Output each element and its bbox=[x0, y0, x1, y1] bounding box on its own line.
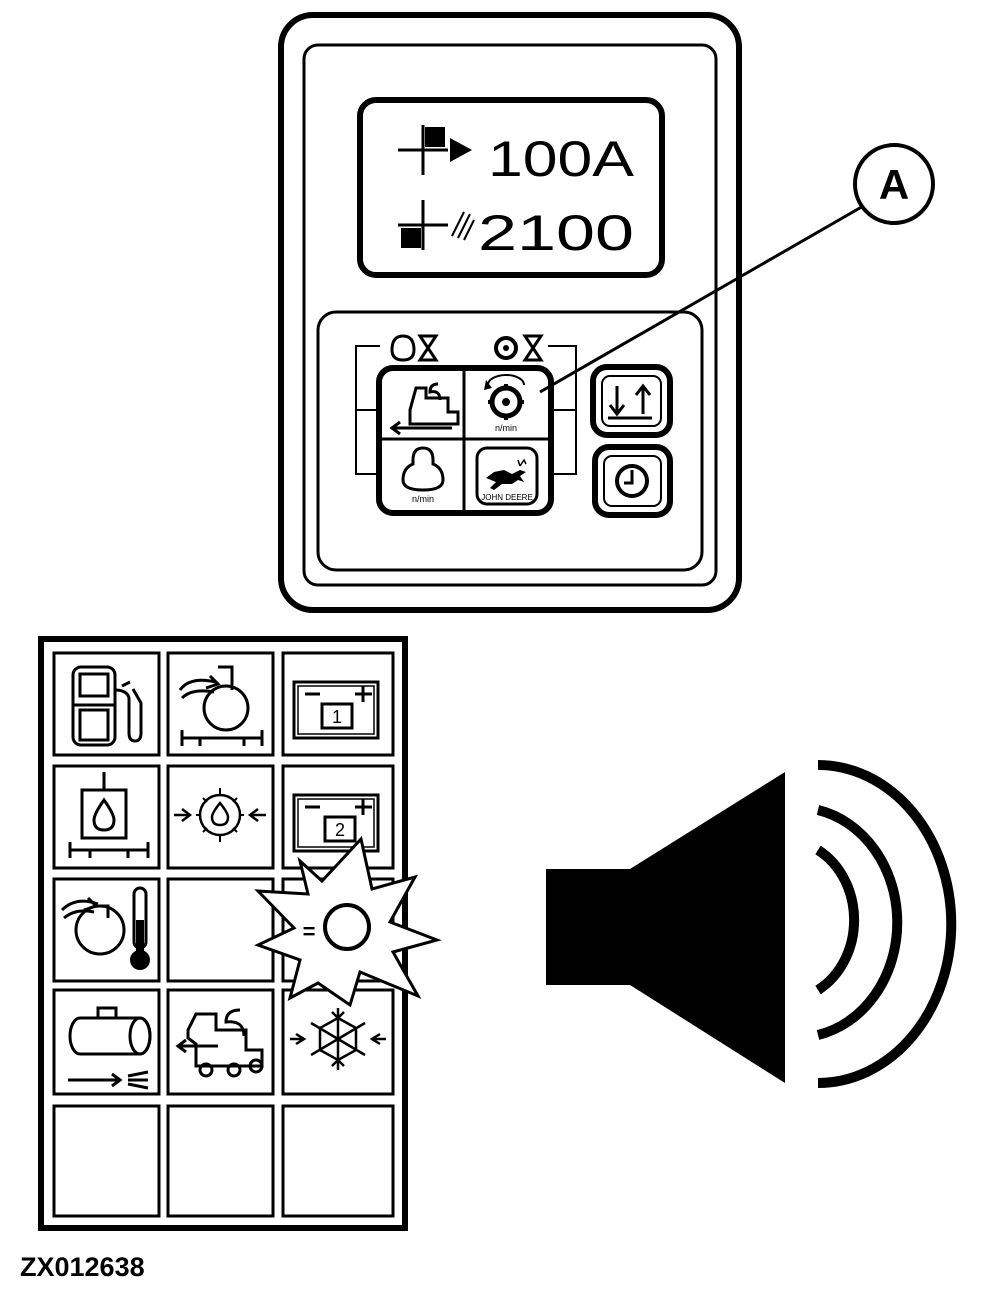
indicator-panel: 1 bbox=[38, 636, 442, 1231]
speaker-icon bbox=[546, 760, 957, 1088]
battery-1-number: 1 bbox=[332, 707, 342, 727]
engine-speed-key[interactable]: n/min bbox=[382, 441, 464, 511]
up-down-arrow-icon bbox=[608, 383, 652, 420]
callout-label: A bbox=[879, 161, 909, 208]
deer-logo-icon bbox=[486, 458, 527, 490]
battery-1-icon: 1 bbox=[292, 680, 380, 740]
battery-2-icon: 2 bbox=[292, 793, 380, 853]
callout-circle bbox=[853, 143, 935, 225]
air-conditioning-icon bbox=[290, 1008, 386, 1070]
keypad-area: n/min n/min JOHN DEERE bbox=[316, 310, 704, 572]
hydraulic-oil-icon bbox=[68, 772, 150, 858]
intake-air-filter-icon bbox=[178, 665, 264, 746]
brand-text: JOHN DEERE bbox=[481, 493, 533, 502]
air-filter-icon bbox=[68, 1006, 152, 1090]
john-deere-key[interactable]: JOHN DEERE bbox=[466, 441, 548, 511]
clock-key[interactable] bbox=[592, 444, 673, 518]
rotor-rpm-unit: n/min bbox=[495, 423, 517, 433]
display-line2-value: 2100 bbox=[478, 205, 634, 261]
engine-hours-icon bbox=[390, 334, 439, 362]
rotor-speed-key[interactable]: n/min bbox=[466, 371, 548, 439]
coolant-temperature-icon bbox=[60, 886, 150, 970]
lamp-test-icon: = bbox=[254, 835, 442, 1008]
feed-roll-icon bbox=[175, 1008, 264, 1078]
callout-leader-line bbox=[539, 203, 866, 394]
fuel-pump-icon bbox=[71, 665, 143, 747]
monitor-unit: 100A 2100 bbox=[278, 12, 935, 613]
feed-rate-icon bbox=[389, 382, 460, 436]
lcd-display: 100A 2100 bbox=[357, 97, 665, 278]
feed-rate-key[interactable] bbox=[382, 371, 464, 439]
battery-2-number: 2 bbox=[335, 820, 345, 840]
engine-rpm-symbol-icon bbox=[398, 200, 475, 250]
rotor-hours-icon bbox=[494, 334, 544, 362]
raise-lower-key[interactable] bbox=[590, 364, 673, 438]
clock-icon bbox=[615, 464, 649, 498]
callout-a: A bbox=[539, 143, 935, 394]
frost-icon bbox=[174, 788, 266, 842]
lamp-test-symbol: = bbox=[303, 919, 316, 944]
engine-rpm-unit: n/min bbox=[412, 494, 434, 504]
bracket-lines bbox=[355, 345, 577, 475]
feed-rate-symbol-icon bbox=[398, 125, 472, 175]
display-line1-value: 100A bbox=[488, 131, 635, 187]
figure-id: ZX012638 bbox=[20, 1252, 145, 1282]
engine-icon bbox=[401, 446, 445, 492]
engine-speed-icon bbox=[484, 374, 525, 420]
